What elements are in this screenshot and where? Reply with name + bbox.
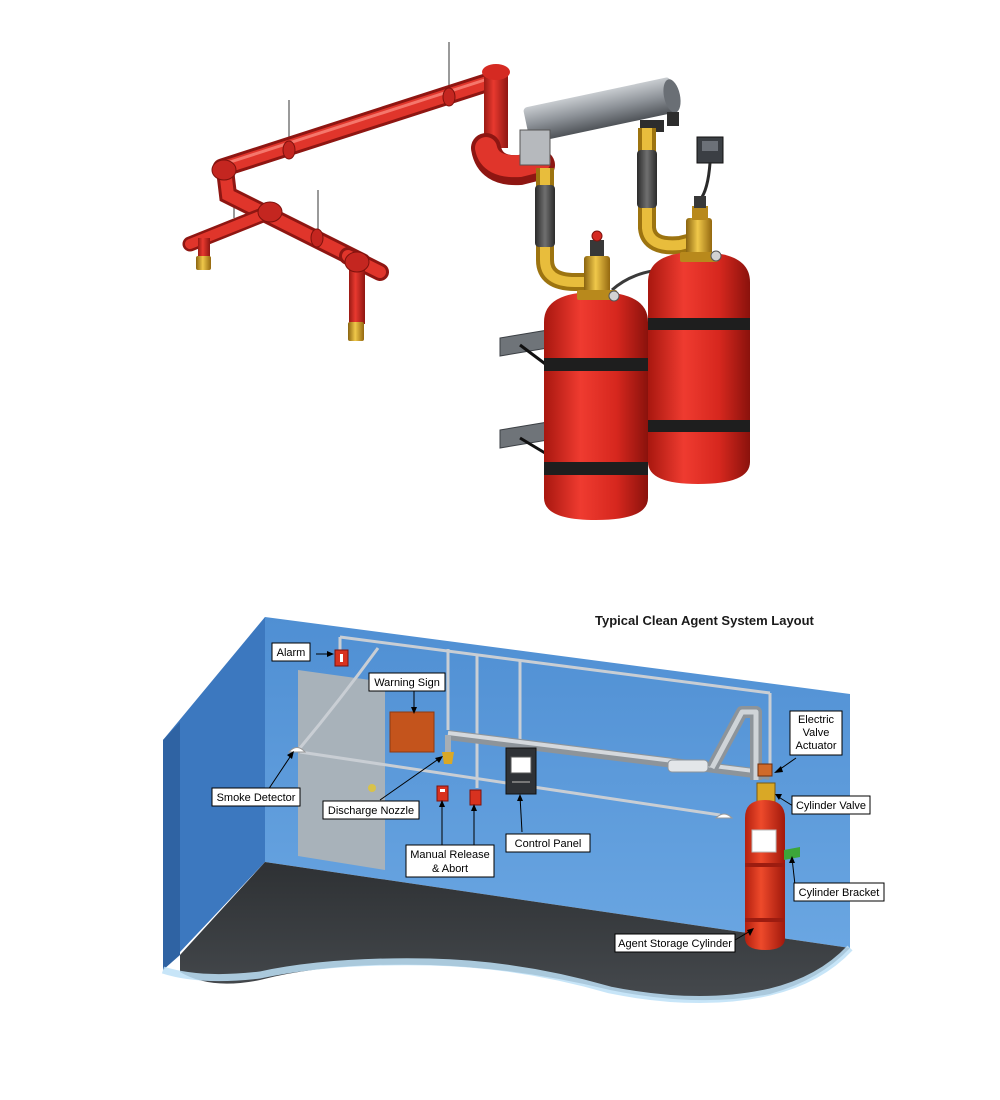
pressure-switch-icon — [696, 136, 724, 201]
label-alarm: Alarm — [277, 647, 306, 659]
door — [298, 670, 385, 870]
label-smoke-detector: Smoke Detector — [217, 792, 296, 804]
room-layout-diagram: Alarm Warning Sign Smoke Detector Discha… — [161, 613, 885, 1004]
piping-and-cylinders-illustration — [182, 42, 750, 520]
label-agent-storage-cylinder: Agent Storage Cylinder — [618, 938, 732, 950]
label-warning-sign: Warning Sign — [374, 677, 440, 689]
cylinder-bracket-icon — [784, 847, 800, 860]
label-manual-release-2: & Abort — [432, 863, 468, 875]
cylinder-valve-icon — [756, 782, 776, 804]
abort-switch-icon — [469, 789, 482, 806]
manual-release-icon — [436, 785, 449, 802]
diagram-title: Typical Clean Agent System Layout — [595, 613, 815, 628]
distribution-piping — [182, 64, 555, 324]
smoke-detector-icon — [714, 813, 734, 819]
label-actuator-1: Electric — [798, 714, 835, 726]
agent-storage-cylinder-icon — [745, 800, 785, 950]
discharge-hose — [535, 128, 703, 292]
agent-cylinder-icon — [648, 196, 750, 484]
label-actuator-3: Actuator — [796, 740, 837, 752]
discharge-nozzle-icon — [442, 752, 454, 764]
label-control-panel: Control Panel — [515, 838, 582, 850]
label-discharge-nozzle: Discharge Nozzle — [328, 805, 414, 817]
label-actuator-2: Valve — [803, 727, 830, 739]
agent-cylinder-icon — [544, 230, 648, 520]
discharge-nozzle-icon — [196, 256, 364, 341]
manifold-header — [519, 77, 681, 166]
label-manual-release-1: Manual Release — [410, 849, 490, 861]
label-cylinder-bracket: Cylinder Bracket — [799, 887, 880, 899]
smoke-detector-icon — [287, 747, 307, 753]
warning-sign-icon — [389, 711, 435, 753]
label-cylinder-valve: Cylinder Valve — [796, 800, 866, 812]
door-knob — [368, 784, 376, 792]
electric-valve-actuator-icon — [757, 763, 773, 777]
